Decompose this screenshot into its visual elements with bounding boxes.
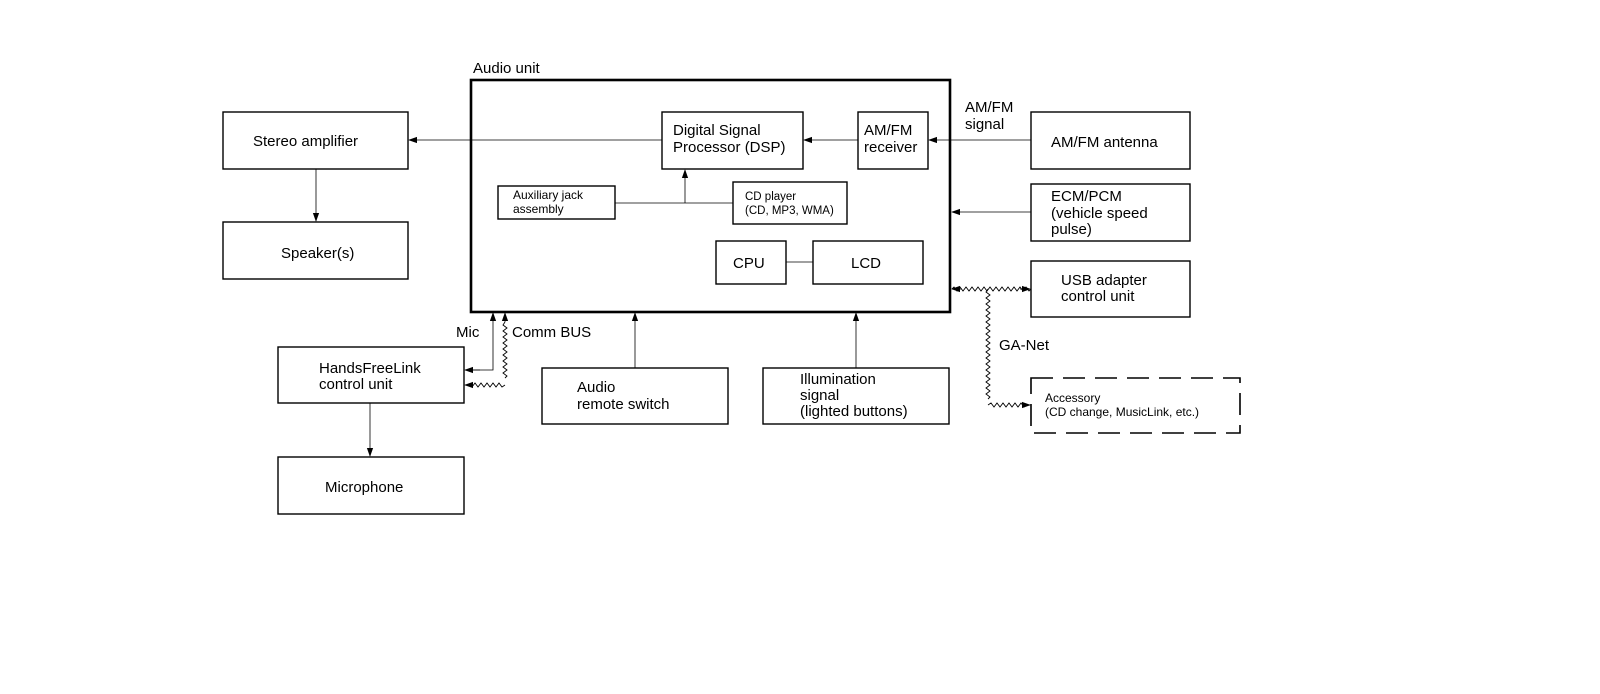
handsfreelink-label-line2: control unit: [319, 376, 393, 393]
amfm-receiver-label-line1: AM/FM: [864, 122, 912, 139]
handsfreelink-block: HandsFreeLink control unit: [277, 346, 465, 404]
accessory-label-line2: (CD change, MusicLink, etc.): [1045, 405, 1199, 419]
dsp-label-line2: Processor (DSP): [673, 139, 786, 156]
amfm-signal-label-line1: AM/FM: [965, 99, 1013, 116]
illumination-label-line1: Illumination: [800, 371, 876, 388]
comm-bus-label: Comm BUS: [512, 324, 591, 341]
usb-adapter-label-line2: control unit: [1061, 288, 1135, 305]
cpu-label: CPU: [733, 255, 765, 272]
ecm-pcm-label-line2: (vehicle speed: [1051, 205, 1148, 222]
mic-to-audio-line: [465, 312, 497, 371]
illumination-label-line2: signal: [800, 387, 839, 404]
stereo-amplifier-label: Stereo amplifier: [253, 133, 358, 150]
cpu-block: CPU: [715, 240, 787, 285]
audio-remote-label-line1: Audio: [577, 379, 615, 396]
cd-player-label-line2: (CD, MP3, WMA): [745, 205, 834, 217]
microphone-block: Microphone: [277, 456, 465, 515]
accessory-block: Accessory (CD change, MusicLink, etc.): [1030, 377, 1241, 434]
aux-jack-block: Auxiliary jack assembly: [497, 185, 616, 220]
audio-unit-box: [469, 78, 952, 314]
ga-net-accessory-line: [987, 402, 1027, 408]
dsp-block: Digital Signal Processor (DSP): [661, 111, 804, 170]
usb-adapter-label-line1: USB adapter: [1061, 272, 1147, 289]
illumination-label-line3: (lighted buttons): [800, 403, 908, 420]
ecm-pcm-label-line1: ECM/PCM: [1051, 188, 1122, 205]
stereo-amplifier-block: Stereo amplifier: [222, 111, 409, 170]
ecm-pcm-block: ECM/PCM (vehicle speed pulse): [1030, 183, 1191, 242]
lcd-block: LCD: [812, 240, 924, 285]
ecm-pcm-label-line3: pulse): [1051, 221, 1092, 238]
speakers-block: Speaker(s): [222, 221, 409, 280]
mic-label: Mic: [456, 324, 480, 341]
speakers-label: Speaker(s): [281, 245, 354, 262]
aux-jack-label-line2: assembly: [513, 202, 564, 216]
amfm-antenna-label: AM/FM antenna: [1051, 134, 1158, 151]
microphone-label: Microphone: [325, 479, 403, 496]
ga-net-usb-line: [951, 286, 1032, 292]
lcd-label: LCD: [851, 255, 881, 272]
audio-remote-label-line2: remote switch: [577, 396, 670, 413]
ga-net-vertical-line: [985, 288, 991, 400]
dsp-label-line1: Digital Signal: [673, 122, 761, 139]
amfm-antenna-block: AM/FM antenna: [1030, 111, 1191, 170]
audio-remote-switch-block: Audio remote switch: [541, 367, 729, 425]
amfm-receiver-label-line2: receiver: [864, 139, 917, 156]
amfm-receiver-block: AM/FM receiver: [857, 111, 929, 170]
accessory-label-line1: Accessory: [1045, 391, 1100, 405]
amfm-signal-label-line2: signal: [965, 116, 1004, 133]
comm-bus-horizontal-line: [469, 382, 506, 388]
cd-player-block: CD player (CD, MP3, WMA): [732, 181, 848, 225]
comm-bus-vertical-line: [502, 321, 508, 379]
audio-unit-label: Audio unit: [473, 60, 541, 77]
illumination-block: Illumination signal (lighted buttons): [762, 367, 950, 425]
aux-jack-label-line1: Auxiliary jack: [513, 188, 584, 202]
ga-net-label: GA-Net: [999, 337, 1050, 354]
cd-player-label-line1: CD player: [745, 191, 796, 203]
handsfreelink-label-line1: HandsFreeLink: [319, 360, 421, 377]
usb-adapter-block: USB adapter control unit: [1030, 260, 1191, 318]
